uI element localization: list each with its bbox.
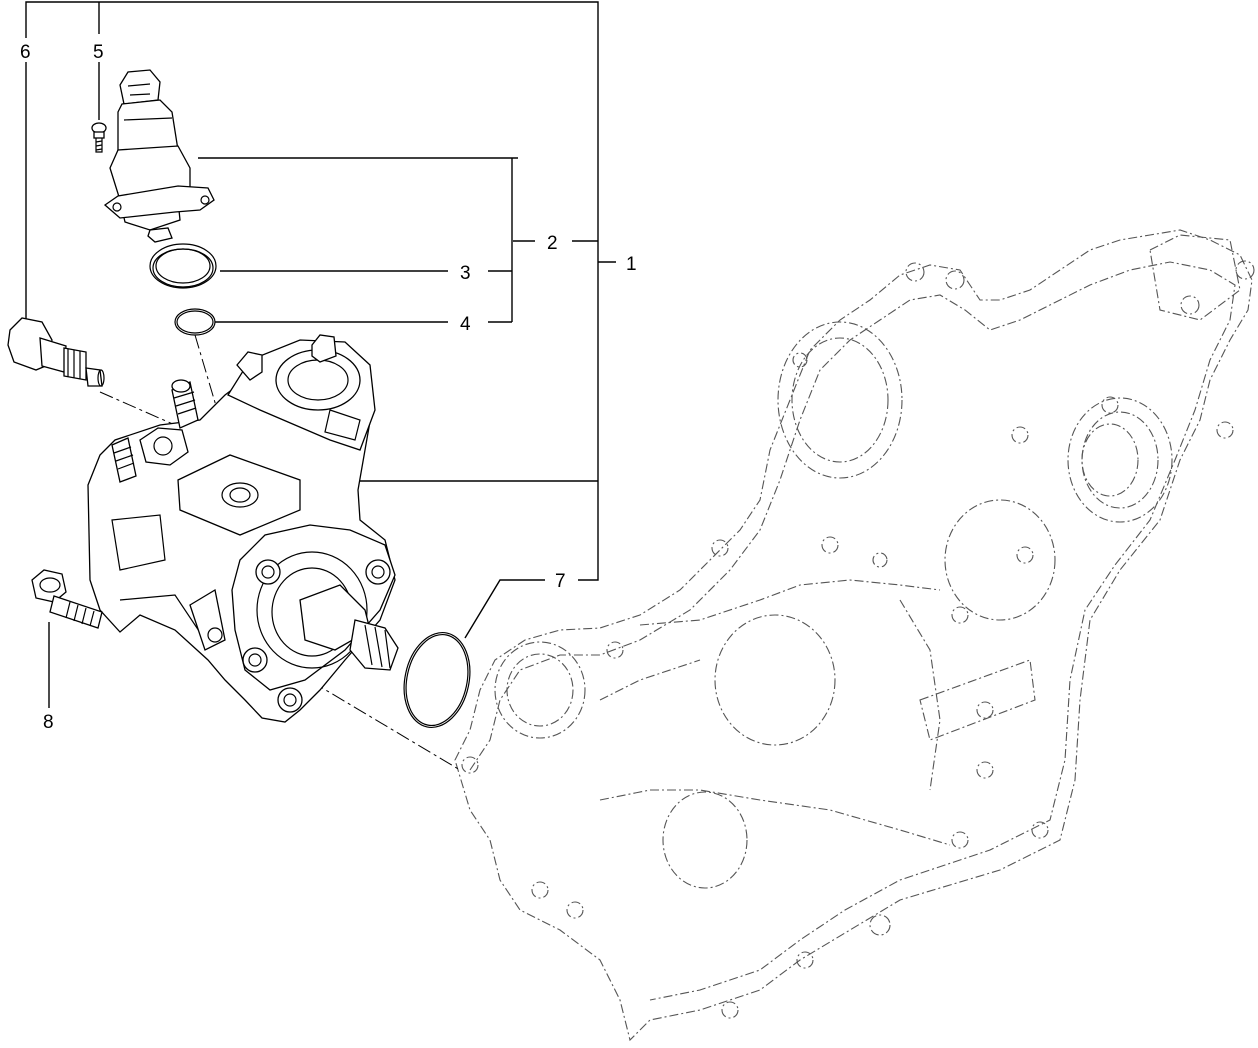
callout-labels: 1 2 3 4 5 6 7 8	[20, 42, 646, 733]
gasket-part-7	[403, 631, 471, 729]
leader-lines	[25, 1, 618, 708]
callout-8: 8	[43, 712, 54, 733]
callout-7: 7	[555, 571, 566, 592]
fuel-pump-body	[87, 334, 399, 723]
flange-bolt-part-8	[31, 569, 103, 629]
callout-4: 4	[460, 314, 471, 335]
callout-5: 5	[93, 42, 104, 63]
callout-3: 3	[460, 263, 471, 284]
screw-part-5	[91, 122, 107, 153]
seal-ring-part-3	[149, 243, 217, 289]
timing-cover-ghost	[454, 229, 1255, 1042]
temperature-sensor-part-6	[7, 317, 105, 387]
callout-6: 6	[20, 42, 31, 63]
callout-1: 1	[626, 254, 637, 275]
o-ring-part-4	[174, 308, 216, 336]
callout-2: 2	[547, 233, 558, 254]
metering-valve-part-2	[103, 69, 215, 243]
